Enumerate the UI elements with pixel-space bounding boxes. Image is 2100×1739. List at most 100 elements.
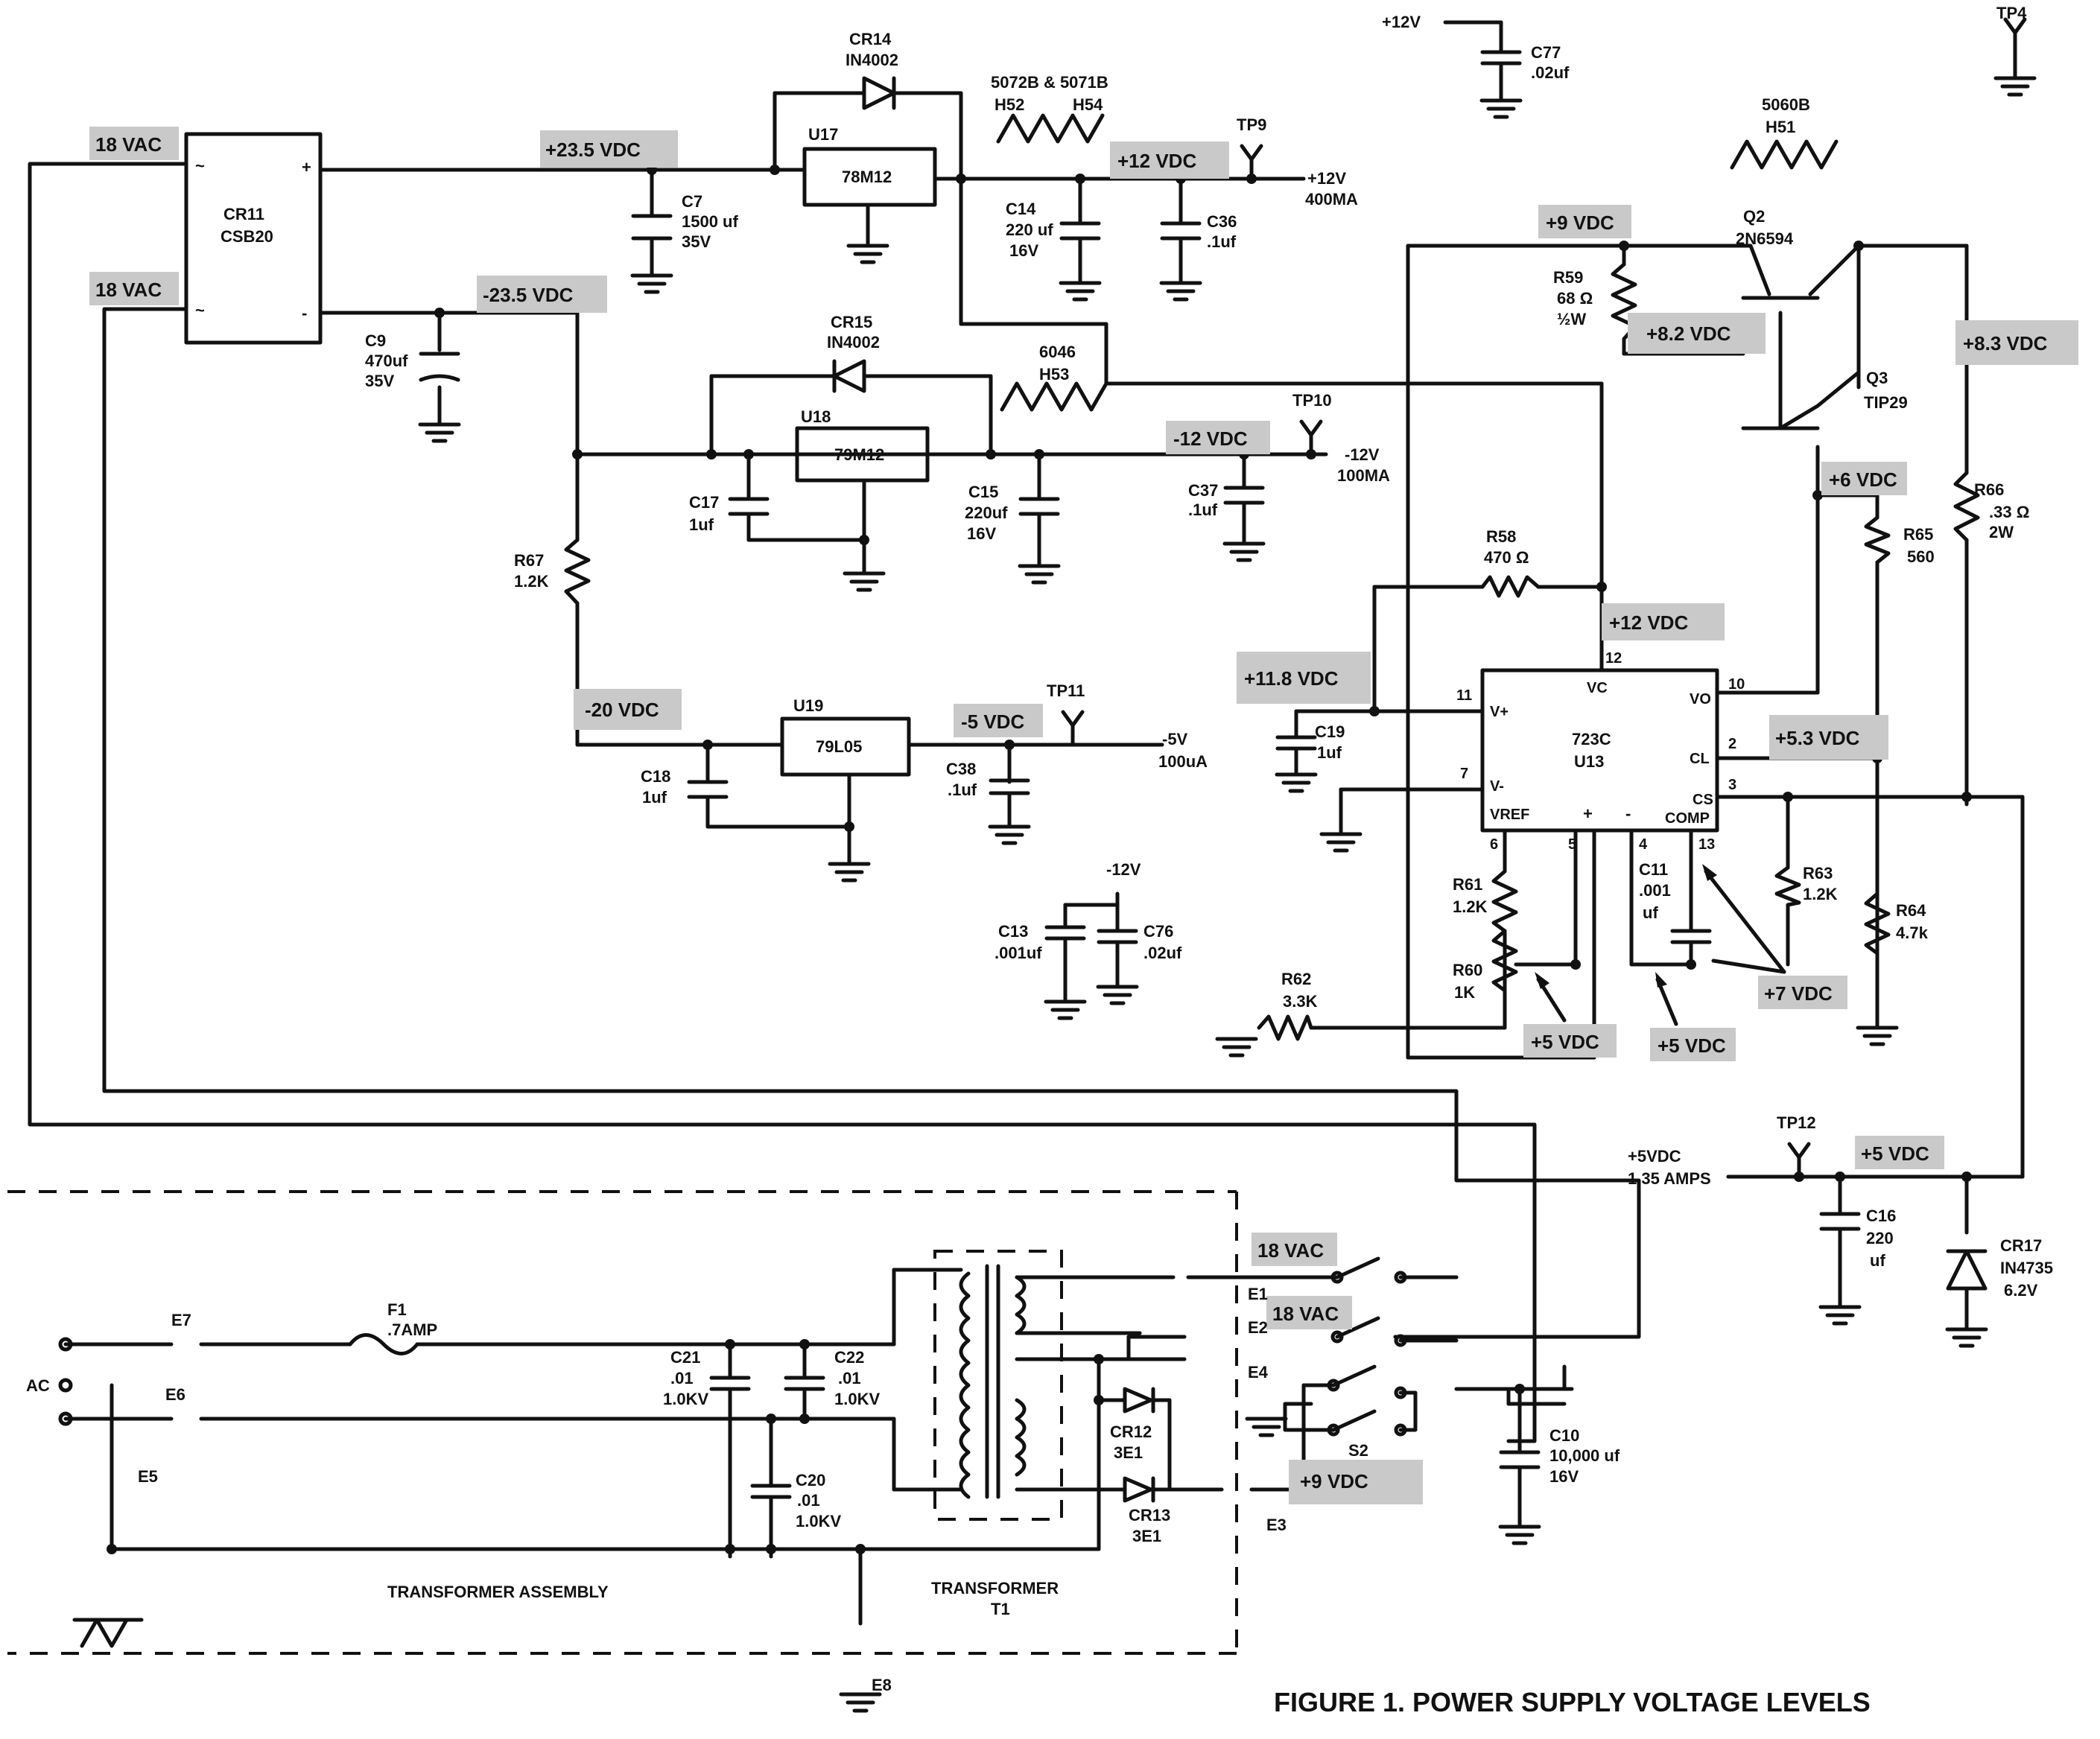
voltage-vac-top: 18 VAC xyxy=(95,133,162,156)
c11-value: .001 xyxy=(1639,881,1671,900)
e8-label: E8 xyxy=(872,1676,892,1694)
c18-label: C18 xyxy=(641,767,670,786)
pin-plus: + xyxy=(1583,804,1593,823)
c13-value: .001uf xyxy=(995,944,1042,962)
r66-power: 2W xyxy=(1989,523,2014,541)
svg-text:~: ~ xyxy=(195,301,205,319)
r59-power: ½W xyxy=(1557,310,1586,328)
figure-caption: FIGURE 1. POWER SUPPLY VOLTAGE LEVELS xyxy=(1274,1687,1871,1717)
heatsink-2-label: 6046 xyxy=(1039,343,1076,361)
f1-label: F1 xyxy=(387,1300,407,1319)
u18-label: U18 xyxy=(801,407,831,426)
c17-value: 1uf xyxy=(689,515,714,534)
c77-value: .02uf xyxy=(1531,63,1570,82)
u13-label: U13 xyxy=(1574,752,1604,771)
c18-value: 1uf xyxy=(642,788,667,807)
tp10-label: TP10 xyxy=(1292,391,1332,410)
c7-label: C7 xyxy=(682,192,702,211)
s2-label: S2 xyxy=(1348,1441,1368,1460)
e6-label: E6 xyxy=(165,1385,185,1404)
voltage-minus-23-5: -23.5 VDC xyxy=(483,284,574,306)
u18-value: 79M12 xyxy=(834,445,884,464)
r62-label: R62 xyxy=(1281,970,1311,988)
heatsink-h53: H53 xyxy=(1039,365,1069,384)
r61-label: R61 xyxy=(1453,875,1482,894)
voltage-vac-switch-1: 18 VAC xyxy=(1257,1239,1324,1262)
voltage-plus-9-a: +9 VDC xyxy=(1546,212,1614,234)
r58-label: R58 xyxy=(1486,527,1516,546)
cr13-value: 3E1 xyxy=(1132,1527,1161,1545)
c22-voltage: 1.0KV xyxy=(834,1390,880,1408)
voltage-plus-11-8: +11.8 VDC xyxy=(1244,667,1339,690)
component-symbols: ~ ~ + - xyxy=(58,50,1988,1648)
pin-cl: CL xyxy=(1690,751,1710,767)
voltage-plus-5-3: +5.3 VDC xyxy=(1775,727,1860,749)
c21-voltage: 1.0KV xyxy=(663,1390,708,1408)
test-points xyxy=(1063,19,2025,1177)
u19-value: 79L05 xyxy=(816,737,862,756)
r65-label: R65 xyxy=(1903,525,1933,544)
voltage-plus-9-b: +9 VDC xyxy=(1300,1470,1368,1492)
voltage-plus-5-b: +5 VDC xyxy=(1658,1034,1726,1057)
out-plus12-volt: +12V xyxy=(1307,169,1346,188)
c14-voltage: 16V xyxy=(1009,241,1038,260)
c22-value: .01 xyxy=(838,1369,861,1387)
c11-unit: uf xyxy=(1643,903,1658,922)
c77-label: C77 xyxy=(1531,43,1561,62)
cr11-value: CSB20 xyxy=(221,227,273,246)
voltage-plus-8-2: +8.2 VDC xyxy=(1646,322,1731,345)
c21-label: C21 xyxy=(670,1348,700,1367)
voltage-plus-12-a: +12 VDC xyxy=(1117,150,1196,172)
voltage-minus-5: -5 VDC xyxy=(961,710,1024,733)
cr17-label: CR17 xyxy=(2000,1236,2042,1255)
r65-value: 560 xyxy=(1907,547,1935,566)
voltage-minus-20: -20 VDC xyxy=(585,699,659,721)
e1-label: E1 xyxy=(1248,1285,1268,1303)
c38-value: .1uf xyxy=(948,781,977,799)
r62-value: 3.3K xyxy=(1283,992,1318,1011)
cr14-value: IN4002 xyxy=(846,51,898,69)
out-plus12-current: 400MA xyxy=(1305,190,1358,209)
e2-label: E2 xyxy=(1248,1318,1268,1337)
heatsink-h51: H51 xyxy=(1766,118,1795,136)
pin-11: 11 xyxy=(1456,687,1472,704)
tp4-label: TP4 xyxy=(1996,4,2027,22)
c16-value: 220 xyxy=(1866,1229,1894,1247)
c37-value: .1uf xyxy=(1188,500,1218,519)
c14-label: C14 xyxy=(1006,200,1036,218)
heatsink-labels: 5072B & 5071B H52 H54 6046 H53 5060B H51 xyxy=(991,73,1810,384)
c19-label: C19 xyxy=(1315,722,1345,741)
voltage-plus-8-3: +8.3 VDC xyxy=(1963,332,2048,355)
pin-7: 7 xyxy=(1460,766,1468,782)
c37-label: C37 xyxy=(1188,481,1218,500)
wiring xyxy=(28,20,2025,1626)
cr17-value: IN4735 xyxy=(2000,1259,2053,1277)
output-labels: +12V 400MA -12V 100MA -5V 100uA +5VDC 1.… xyxy=(1106,13,1711,1188)
r61-value: 1.2K xyxy=(1453,897,1488,916)
c16-unit: uf xyxy=(1870,1251,1885,1270)
r64-value: 4.7k xyxy=(1896,923,1929,942)
c22-label: C22 xyxy=(834,1348,864,1367)
tp9-label: TP9 xyxy=(1237,115,1266,134)
c15-voltage: 16V xyxy=(967,524,996,543)
ic-pin-labels: VC VO V+ V- CL CS VREF COMP + - 12 10 11… xyxy=(1456,650,1745,853)
pin-cs: CS xyxy=(1693,792,1713,808)
r66-value: .33 Ω xyxy=(1989,503,2029,521)
c19-value: 1uf xyxy=(1317,743,1342,762)
r59-value: 68 Ω xyxy=(1557,289,1593,308)
tp11-label: TP11 xyxy=(1047,681,1085,700)
voltage-vac-switch-2: 18 VAC xyxy=(1272,1303,1339,1325)
c11-label: C11 xyxy=(1639,860,1668,879)
c36-label: C36 xyxy=(1207,212,1237,231)
r60-label: R60 xyxy=(1453,961,1482,979)
pin-vminus: V- xyxy=(1490,778,1504,795)
r66-label: R66 xyxy=(1974,480,2004,499)
e3-label: E3 xyxy=(1266,1516,1287,1534)
c9-value: 470uf xyxy=(365,352,408,370)
u19-label: U19 xyxy=(793,696,823,715)
transformer-assembly-boundary xyxy=(7,1190,1238,1655)
assembly-label: TRANSFORMER ASSEMBLY xyxy=(387,1583,609,1601)
cr14-label: CR14 xyxy=(849,30,892,48)
r60-value: 1K xyxy=(1454,983,1475,1002)
